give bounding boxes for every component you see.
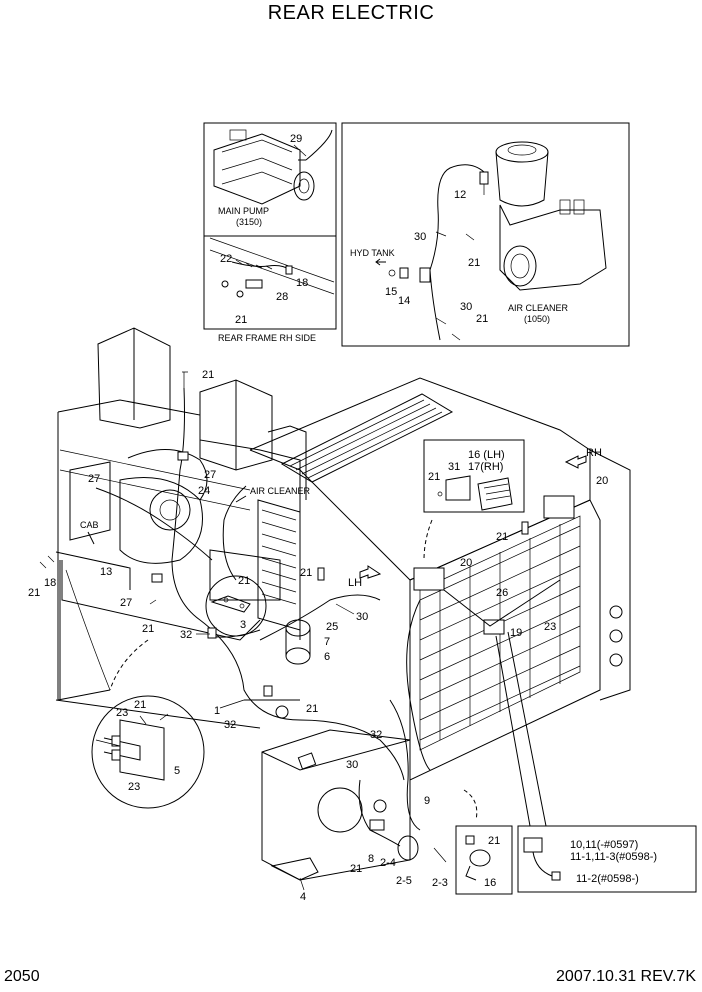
lamp-label-lh: 16 (LH)	[468, 449, 505, 461]
label-24: 24	[198, 485, 210, 497]
label-21: 21	[238, 575, 250, 587]
revision-label: 2007.10.31 REV.7K	[556, 968, 696, 985]
detail-box-lamp: 31 16 (LH) 17(RH) 21	[423, 439, 525, 561]
label-21: 21	[350, 863, 362, 875]
label-15: 15	[385, 286, 397, 298]
cab-label: CAB	[80, 520, 99, 530]
air-cleaner-direction-label: AIR CLEANER	[250, 486, 311, 496]
lamp-label-rh: 17(RH)	[468, 461, 503, 473]
label-30: 30	[460, 301, 472, 313]
label-30: 30	[356, 611, 368, 623]
page-number: 2050	[4, 968, 40, 985]
direction-markers: RH LH AIR CLEANER CAB	[80, 447, 602, 589]
label-21: 21	[488, 835, 500, 847]
label-21: 21	[428, 471, 440, 483]
label-13: 13	[100, 566, 112, 578]
label-28: 28	[276, 291, 288, 303]
label-30: 30	[414, 231, 426, 243]
rear-frame-inset: 22 28 18 21 REAR FRAME RH SIDE	[203, 235, 337, 343]
label-20: 20	[460, 557, 472, 569]
label-18: 18	[44, 577, 56, 589]
lh-direction-label: LH	[348, 577, 362, 589]
detail-circle-bracket: 21 3	[205, 575, 267, 637]
wiring-harness	[95, 387, 447, 881]
label-21: 21	[306, 703, 318, 715]
detail-circle-lower-left: 21 23 5 23	[91, 639, 205, 809]
main-pump-name: MAIN PUMP	[218, 206, 269, 216]
label-31: 31	[448, 461, 460, 473]
label-32: 32	[224, 719, 236, 731]
label-6: 6	[324, 651, 330, 663]
label-9: 9	[424, 795, 430, 807]
label-5: 5	[174, 765, 180, 777]
label-2-5: 2-5	[396, 875, 412, 887]
main-callouts: 21 27 27 24 13 18 21 27 21 32 21 30 25 7…	[28, 369, 608, 903]
air-cleaner-code: (1050)	[524, 314, 550, 324]
label-27: 27	[120, 597, 132, 609]
label-21: 21	[496, 531, 508, 543]
label-23: 23	[128, 781, 140, 793]
label-32: 32	[370, 729, 382, 741]
label-21: 21	[142, 623, 154, 635]
label-2-3: 2-3	[432, 877, 448, 889]
label-14: 14	[398, 295, 410, 307]
label-4: 4	[300, 891, 306, 903]
label-23: 23	[116, 707, 128, 719]
label-3: 3	[240, 619, 246, 631]
label-12: 12	[454, 189, 466, 201]
label-21: 21	[235, 314, 247, 326]
label-30: 30	[346, 759, 358, 771]
label-25: 25	[326, 621, 338, 633]
label-1: 1	[214, 705, 220, 717]
label-18: 18	[296, 277, 308, 289]
label-23: 23	[544, 621, 556, 633]
label-22: 22	[220, 253, 232, 265]
label-2-4: 2-4	[380, 857, 396, 869]
main-pump-code: (3150)	[236, 217, 262, 227]
label-20: 20	[596, 475, 608, 487]
label-27: 27	[88, 473, 100, 485]
rear-frame-caption: REAR FRAME RH SIDE	[218, 333, 316, 343]
label-21: 21	[476, 313, 488, 325]
main-pump-inset: 29 MAIN PUMP (3150)	[203, 122, 337, 237]
detail-box-bottom-lamp: 21 16	[455, 789, 513, 895]
page-title: REAR ELECTRIC	[267, 2, 435, 24]
detail-box-relay: 10,11(-#0597) 11-1,11-3(#0598-) 11-2(#05…	[495, 631, 697, 893]
label-26: 26	[496, 587, 508, 599]
label-21: 21	[468, 257, 480, 269]
relay-line2: 11-1,11-3(#0598-)	[570, 851, 657, 863]
label-16: 16	[484, 877, 496, 889]
relay-line1: 10,11(-#0597)	[570, 839, 638, 851]
label-21: 21	[300, 567, 312, 579]
rh-direction-label: RH	[586, 447, 602, 459]
relay-line3: 11-2(#0598-)	[576, 873, 639, 885]
label-32: 32	[180, 629, 192, 641]
label-7: 7	[324, 636, 330, 648]
label-29: 29	[290, 133, 302, 145]
air-cleaner-inset: 12 30 21 15 14 30 21 HYD TANK AIR CLEANE…	[341, 122, 630, 347]
rear-frame-structure	[55, 327, 307, 729]
engine-hood	[249, 377, 631, 781]
air-cleaner-name: AIR CLEANER	[508, 303, 569, 313]
label-21: 21	[28, 587, 40, 599]
label-27: 27	[204, 469, 216, 481]
label-19: 19	[510, 627, 522, 639]
label-8: 8	[368, 853, 374, 865]
label-21: 21	[134, 699, 146, 711]
label-21: 21	[202, 369, 214, 381]
hyd-tank-label: HYD TANK	[350, 248, 395, 258]
